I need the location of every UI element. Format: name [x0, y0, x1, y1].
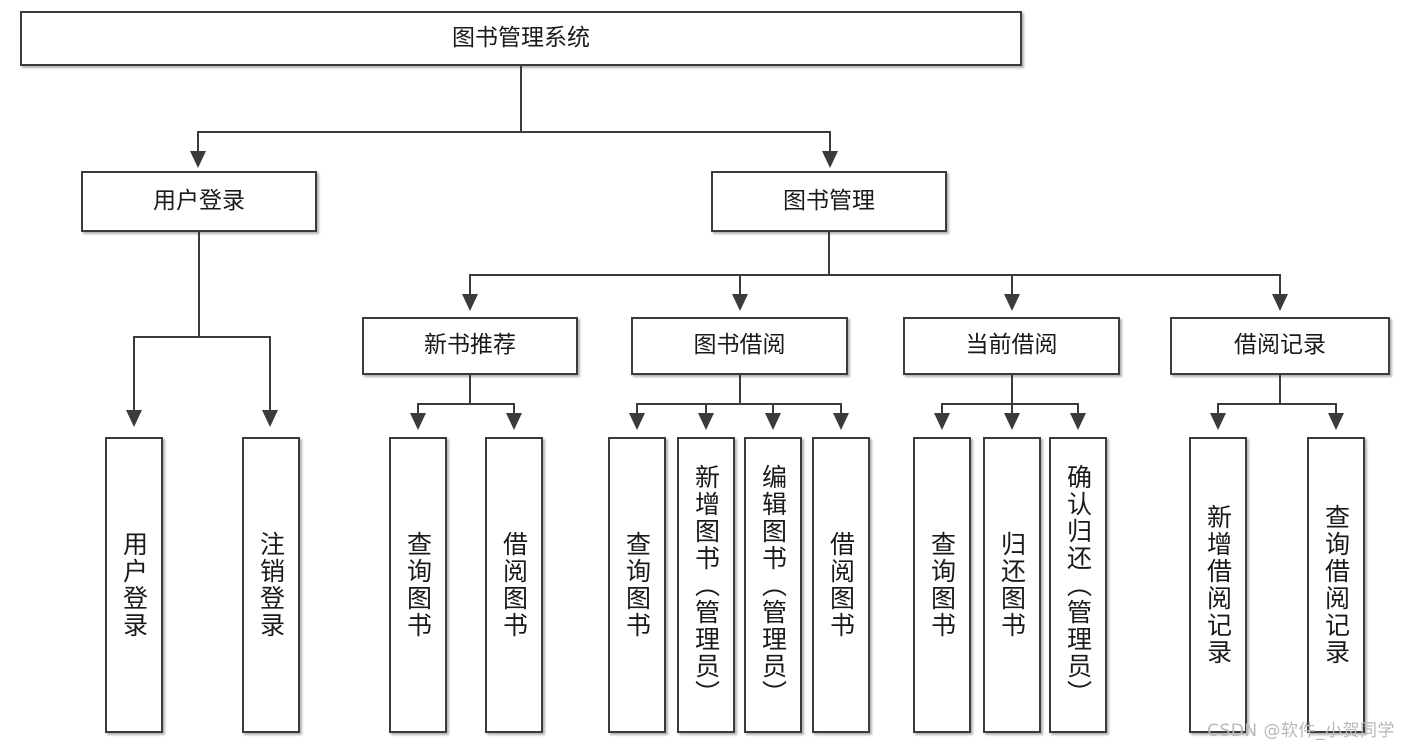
connector-nbr-bus	[417, 403, 515, 405]
connector-cb-drop-3	[1077, 403, 1079, 415]
node-label: 注销登录	[256, 531, 286, 639]
node-label: 新增图书（管理员）	[691, 463, 721, 707]
node-new-book-recommend[interactable]: 新书推荐	[362, 317, 578, 375]
leaf-user-login[interactable]: 用户登录	[105, 437, 163, 733]
connector-level3-drop-4	[1279, 274, 1281, 296]
node-label: 当前借阅	[965, 332, 1058, 359]
connector-cb-stem	[1011, 375, 1013, 405]
connector-br-bus	[1217, 403, 1337, 405]
connector-nbr-drop-1	[417, 403, 419, 415]
node-label: 图书借阅	[693, 332, 786, 359]
node-label: 用户登录	[153, 187, 245, 214]
leaf-edit-book[interactable]: 编辑图书（管理员）	[744, 437, 802, 733]
arrow-to-leaf-confirm-return	[1070, 413, 1086, 430]
connector-user-login-drop-2	[269, 336, 271, 412]
connector-level3-drop-3	[1011, 274, 1013, 296]
connector-bb-stem	[739, 375, 741, 405]
node-label: 查询图书	[622, 531, 652, 639]
arrow-to-leaf-logout	[262, 410, 278, 427]
leaf-add-book[interactable]: 新增图书（管理员）	[677, 437, 735, 733]
connector-level3-drop-2	[739, 274, 741, 296]
node-root-library-system[interactable]: 图书管理系统	[20, 11, 1022, 66]
connector-bb-drop-2	[705, 403, 707, 415]
leaf-confirm-return[interactable]: 确认归还（管理员）	[1049, 437, 1107, 733]
connector-bb-drop-3	[772, 403, 774, 415]
arrow-to-new-book-recommend	[462, 294, 478, 311]
arrow-to-current-borrow	[1004, 294, 1020, 311]
node-book-borrow[interactable]: 图书借阅	[631, 317, 848, 375]
leaf-query-book-nbr[interactable]: 查询图书	[389, 437, 447, 733]
arrow-to-borrow-record	[1272, 294, 1288, 311]
node-borrow-record[interactable]: 借阅记录	[1170, 317, 1390, 375]
leaf-return-book[interactable]: 归还图书	[983, 437, 1041, 733]
connector-root-stem	[520, 66, 522, 133]
node-label: 查询图书	[927, 531, 957, 639]
node-label: 借阅记录	[1234, 332, 1326, 359]
connector-user-login-drop-1	[133, 336, 135, 412]
leaf-query-book-bb[interactable]: 查询图书	[608, 437, 666, 733]
arrow-to-user-login	[190, 151, 206, 168]
leaf-borrow-book-bb[interactable]: 借阅图书	[812, 437, 870, 733]
connector-nbr-drop-2	[513, 403, 515, 415]
connector-bb-drop-4	[840, 403, 842, 415]
leaf-query-borrow-record[interactable]: 查询借阅记录	[1307, 437, 1365, 733]
connector-level3-drop-1	[469, 274, 471, 296]
connector-cb-drop-1	[941, 403, 943, 415]
connector-user-login-stem	[198, 232, 200, 338]
connector-bb-drop-1	[636, 403, 638, 415]
connector-root-right-drop	[829, 131, 831, 153]
node-label: 图书管理系统	[452, 24, 590, 51]
node-label: 编辑图书（管理员）	[758, 463, 788, 707]
arrow-to-leaf-add-borrow-record	[1210, 413, 1226, 430]
node-label: 新书推荐	[424, 332, 516, 359]
arrow-to-leaf-return-book	[1004, 413, 1020, 430]
arrow-to-book-borrow	[732, 294, 748, 311]
arrow-to-leaf-query-book-nbr	[410, 413, 426, 430]
node-label: 借阅图书	[499, 531, 529, 639]
connector-book-management-stem	[828, 232, 830, 276]
leaf-borrow-book-nbr[interactable]: 借阅图书	[485, 437, 543, 733]
connector-level3-bus	[469, 274, 1281, 276]
connector-bb-bus	[636, 403, 842, 405]
node-label: 用户登录	[119, 531, 149, 639]
node-label: 图书管理	[783, 187, 875, 214]
connector-nbr-stem	[469, 375, 471, 405]
watermark: CSDN @软件_小贺同学	[1207, 721, 1395, 741]
connector-cb-bus	[941, 403, 1079, 405]
arrow-to-leaf-edit-book	[765, 413, 781, 430]
connector-br-stem	[1279, 375, 1281, 405]
connector-br-drop-1	[1217, 403, 1219, 415]
node-current-borrow[interactable]: 当前借阅	[903, 317, 1120, 375]
node-book-management[interactable]: 图书管理	[711, 171, 947, 232]
arrow-to-leaf-user-login	[126, 410, 142, 427]
node-label: 查询图书	[403, 531, 433, 639]
connector-root-left-drop	[197, 131, 199, 153]
arrow-to-leaf-query-book-cb	[934, 413, 950, 430]
node-label: 新增借阅记录	[1203, 504, 1233, 666]
node-label: 查询借阅记录	[1321, 504, 1351, 666]
leaf-logout[interactable]: 注销登录	[242, 437, 300, 733]
arrow-to-leaf-borrow-book-bb	[833, 413, 849, 430]
leaf-query-book-cb[interactable]: 查询图书	[913, 437, 971, 733]
node-label: 确认归还（管理员）	[1063, 463, 1093, 707]
node-user-login[interactable]: 用户登录	[81, 171, 317, 232]
arrow-to-leaf-borrow-book-nbr	[506, 413, 522, 430]
connector-br-drop-2	[1335, 403, 1337, 415]
connector-root-bus	[197, 131, 831, 133]
connector-cb-drop-2	[1011, 403, 1013, 415]
arrow-to-leaf-add-book	[698, 413, 714, 430]
node-label: 归还图书	[997, 531, 1027, 639]
connector-user-login-bus	[133, 336, 269, 338]
node-label: 借阅图书	[826, 531, 856, 639]
leaf-add-borrow-record[interactable]: 新增借阅记录	[1189, 437, 1247, 733]
arrow-to-book-management	[822, 151, 838, 168]
arrow-to-leaf-query-borrow-record	[1328, 413, 1344, 430]
arrow-to-leaf-query-book-bb	[629, 413, 645, 430]
